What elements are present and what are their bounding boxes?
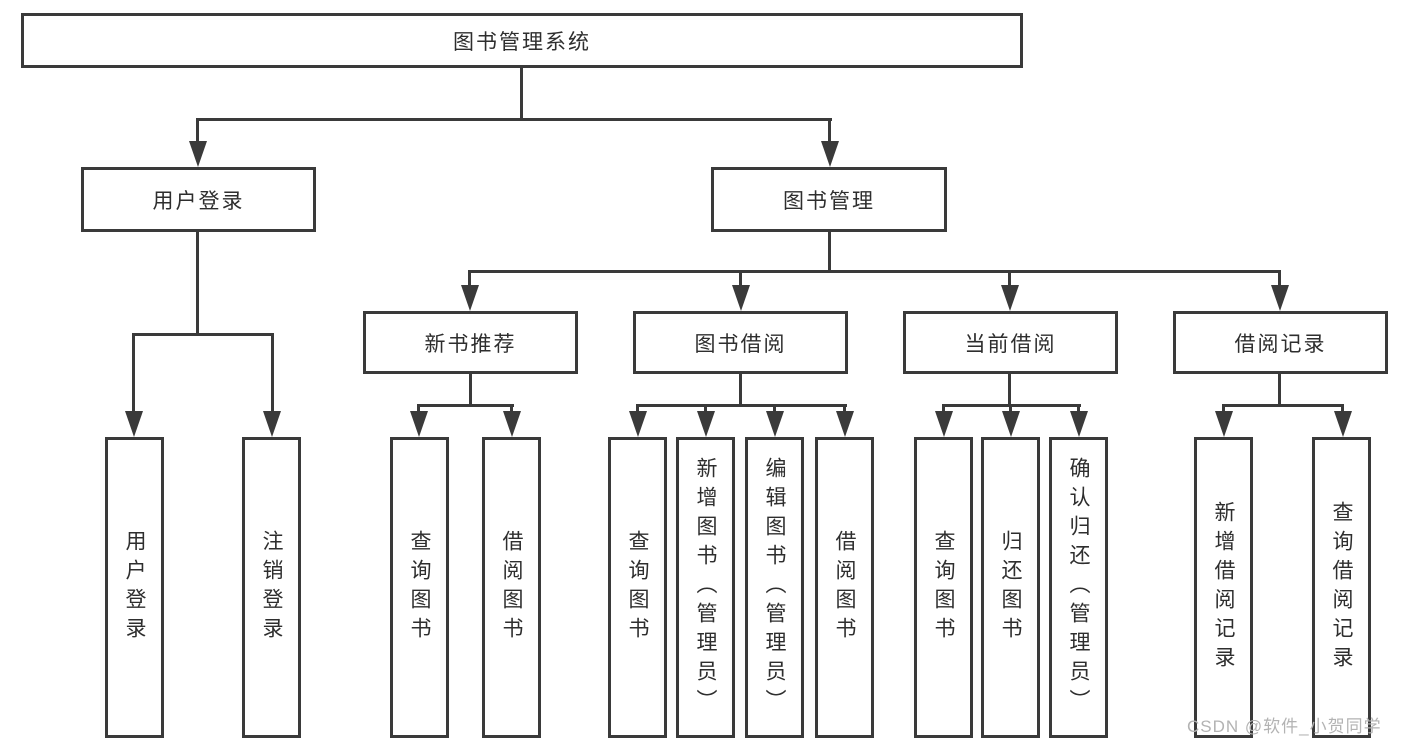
leaf-edit-books-admin: 编辑图书（管理员） [745, 437, 804, 738]
connector-line [196, 118, 832, 121]
connector-line [942, 404, 945, 414]
connector-line [1222, 404, 1225, 414]
leaf-add-books-admin: 新增图书（管理员） [676, 437, 735, 738]
node-borrowing-records-label: 借阅记录 [1234, 332, 1327, 356]
connector-line [704, 404, 707, 414]
arrow-down-icon [189, 141, 207, 167]
connector-line [636, 404, 639, 414]
connector-line [417, 404, 420, 414]
node-user-login: 用户登录 [81, 167, 316, 232]
arrow-down-icon [629, 411, 647, 437]
leaf-logout-label: 注销登录 [260, 529, 283, 646]
connector-line [843, 404, 846, 414]
arrow-down-icon [1070, 411, 1088, 437]
arrow-down-icon [410, 411, 428, 437]
connector-line [1278, 374, 1281, 407]
connector-line [636, 404, 847, 407]
leaf-add-books-admin-label: 新增图书（管理员） [694, 457, 717, 718]
node-root-label: 图书管理系统 [453, 30, 591, 54]
node-book-management: 图书管理 [711, 167, 947, 232]
watermark-text: CSDN @软件_小贺同学 [1187, 717, 1382, 736]
arrow-down-icon [1001, 285, 1019, 311]
leaf-query-books-current-label: 查询图书 [932, 529, 955, 646]
leaf-borrow-books-borrow: 借阅图书 [815, 437, 874, 738]
leaf-borrow-books-borrow-label: 借阅图书 [833, 529, 856, 646]
connector-line [132, 333, 135, 413]
connector-line [469, 374, 472, 407]
arrow-down-icon [1334, 411, 1352, 437]
arrow-down-icon [1271, 285, 1289, 311]
leaf-confirm-return-admin-label: 确认归还（管理员） [1067, 457, 1090, 718]
connector-line [739, 374, 742, 407]
connector-line [196, 118, 199, 144]
leaf-query-books-recommend-label: 查询图书 [408, 529, 431, 646]
arrow-down-icon [836, 411, 854, 437]
connector-line [271, 333, 274, 413]
connector-line [520, 68, 523, 120]
node-new-book-recommend-label: 新书推荐 [424, 332, 517, 356]
arrow-down-icon [935, 411, 953, 437]
leaf-add-borrow-record: 新增借阅记录 [1194, 437, 1253, 738]
leaf-query-borrow-record-label: 查询借阅记录 [1330, 500, 1353, 675]
connector-line [468, 270, 1281, 273]
connector-line [1009, 404, 1012, 414]
connector-line [828, 232, 831, 273]
leaf-edit-books-admin-label: 编辑图书（管理员） [763, 457, 786, 718]
arrow-down-icon [697, 411, 715, 437]
node-borrowing-records: 借阅记录 [1173, 311, 1388, 374]
leaf-query-books-borrow-label: 查询图书 [626, 529, 649, 646]
node-book-management-label: 图书管理 [783, 189, 875, 213]
arrow-down-icon [766, 411, 784, 437]
leaf-return-books-label: 归还图书 [999, 529, 1022, 646]
connector-line [1008, 374, 1011, 407]
connector-line [739, 270, 742, 286]
connector-line [1341, 404, 1344, 414]
leaf-query-books-current: 查询图书 [914, 437, 973, 738]
leaf-confirm-return-admin: 确认归还（管理员） [1049, 437, 1108, 738]
node-current-borrowing: 当前借阅 [903, 311, 1118, 374]
node-root: 图书管理系统 [21, 13, 1023, 68]
leaf-logout: 注销登录 [242, 437, 301, 738]
leaf-query-borrow-record: 查询借阅记录 [1312, 437, 1371, 738]
connector-line [1222, 404, 1344, 407]
node-current-borrowing-label: 当前借阅 [964, 332, 1057, 356]
leaf-add-borrow-record-label: 新增借阅记录 [1212, 500, 1235, 675]
connector-line [417, 404, 514, 407]
leaf-user-login: 用户登录 [105, 437, 164, 738]
arrow-down-icon [125, 411, 143, 437]
arrow-down-icon [503, 411, 521, 437]
connector-line [1008, 270, 1011, 286]
connector-line [132, 333, 274, 336]
leaf-borrow-books-recommend: 借阅图书 [482, 437, 541, 738]
node-book-borrowing-label: 图书借阅 [694, 332, 787, 356]
node-book-borrowing: 图书借阅 [633, 311, 848, 374]
connector-line [828, 118, 831, 144]
arrow-down-icon [732, 285, 750, 311]
arrow-down-icon [1002, 411, 1020, 437]
arrow-down-icon [821, 141, 839, 167]
leaf-user-login-label: 用户登录 [123, 529, 146, 646]
connector-line [468, 270, 471, 286]
connector-line [773, 404, 776, 414]
arrow-down-icon [1215, 411, 1233, 437]
arrow-down-icon [461, 285, 479, 311]
leaf-return-books: 归还图书 [981, 437, 1040, 738]
connector-line [510, 404, 513, 414]
leaf-query-books-recommend: 查询图书 [390, 437, 449, 738]
node-new-book-recommend: 新书推荐 [363, 311, 578, 374]
connector-line [1278, 270, 1281, 286]
connector-line [1077, 404, 1080, 414]
leaf-borrow-books-recommend-label: 借阅图书 [500, 529, 523, 646]
arrow-down-icon [263, 411, 281, 437]
leaf-query-books-borrow: 查询图书 [608, 437, 667, 738]
connector-line [196, 232, 199, 336]
node-user-login-label: 用户登录 [152, 189, 245, 213]
